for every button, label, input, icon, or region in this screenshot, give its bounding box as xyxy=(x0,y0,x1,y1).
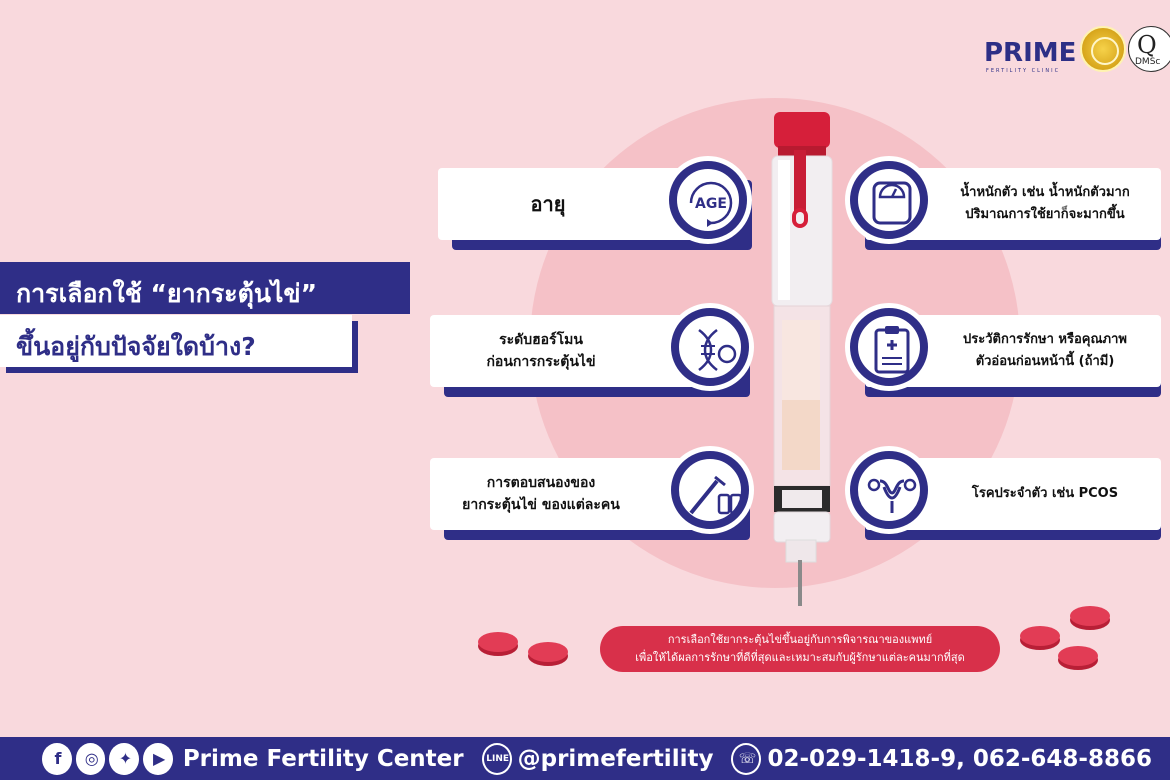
hormone-icon xyxy=(666,303,754,391)
pill-icon xyxy=(1058,646,1098,666)
weight-scale-icon xyxy=(845,156,933,244)
logo-brand: PRIME xyxy=(984,38,1077,68)
age-icon-text: AGE xyxy=(695,196,727,212)
factor-response-line2: ยากระตุ้นไข่ ของแต่ละคน xyxy=(462,497,620,513)
note-line2: เพื่อให้ได้ผลการรักษาที่ดีที่สุดและเหมาะ… xyxy=(635,651,965,664)
footer-line-id[interactable]: @primefertility xyxy=(517,745,714,772)
factor-weight-line1: น้ำหนักตัว เช่น น้ำหนักตัวมาก xyxy=(960,185,1130,200)
injection-pen-icon xyxy=(771,112,833,606)
seal-letter: Q xyxy=(1137,31,1157,59)
age-icon: AGE xyxy=(664,156,752,244)
factor-weight-line2: ปริมาณการใช้ยาก็จะมากขึ้น xyxy=(965,207,1125,222)
factor-history-line1: ประวัติการรักษา หรือคุณภาพ xyxy=(963,332,1127,347)
footer-bar: f ◎ ✦ ▶ Prime Fertility Center LINE @pri… xyxy=(0,737,1170,780)
phone-icon[interactable]: ☏ xyxy=(731,742,762,775)
line-icon[interactable]: LINE xyxy=(481,742,512,775)
seal-text: DMSc xyxy=(1135,57,1161,67)
quality-seal-icon: Q DMSc xyxy=(1128,26,1170,72)
footer-clinic-name[interactable]: Prime Fertility Center xyxy=(182,745,464,772)
title-line-1: การเลือกใช้ “ยากระตุ้นไข่” xyxy=(0,262,410,314)
factor-card-weight: น้ำหนักตัว เช่น น้ำหนักตัวมาก ปริมาณการใ… xyxy=(845,156,1165,250)
factor-disease-label: โรคประจำตัว เช่น PCOS xyxy=(971,486,1119,501)
factor-card-disease: โรคประจำตัว เช่น PCOS xyxy=(845,446,1165,540)
instagram-icon[interactable]: ◎ xyxy=(75,742,106,775)
title-line-2: ขึ้นอยู่กับปัจจัยใดบ้าง? xyxy=(0,315,352,367)
factor-age-label: อายุ xyxy=(530,192,566,216)
uterus-icon xyxy=(845,446,933,534)
footer-phone[interactable]: 02-029-1418-9, 062-648-8866 xyxy=(767,745,1152,772)
facebook-icon[interactable]: f xyxy=(42,742,72,775)
youtube-icon[interactable]: ▶ xyxy=(143,742,173,775)
twitter-icon[interactable]: ✦ xyxy=(109,742,140,775)
syringe-vial-icon xyxy=(666,446,754,534)
factor-history-line2: ตัวอ่อนก่อนหน้านี้ (ถ้ามี) xyxy=(975,354,1115,369)
doctor-note: การเลือกใช้ยากระตุ้นไข่ขึ้นอยู่กับการพิจ… xyxy=(600,626,1000,672)
factor-response-line1: การตอบสนองของ xyxy=(486,475,596,491)
factor-card-hormone: ระดับฮอร์โมน ก่อนการกระตุ้นไข่ xyxy=(430,303,760,397)
gold-seal-icon xyxy=(1080,26,1126,72)
logo-tagline: FERTILITY CLINIC xyxy=(986,68,1061,74)
note-line1: การเลือกใช้ยากระตุ้นไข่ขึ้นอยู่กับการพิจ… xyxy=(667,633,933,646)
pill-icon xyxy=(1070,606,1110,626)
pill-icon xyxy=(528,642,568,662)
pill-icon xyxy=(1020,626,1060,646)
prime-logo: PRIME FERTILITY CLINIC Q DMSc xyxy=(984,24,1170,80)
factor-hormone-line1: ระดับฮอร์โมน xyxy=(499,332,583,348)
factor-card-response: การตอบสนองของ ยากระตุ้นไข่ ของแต่ละคน xyxy=(430,446,760,540)
factor-card-age: อายุ AGE xyxy=(438,156,758,250)
factor-hormone-line2: ก่อนการกระตุ้นไข่ xyxy=(486,354,596,370)
pill-icon xyxy=(478,632,518,652)
factor-card-history: ประวัติการรักษา หรือคุณภาพ ตัวอ่อนก่อนหน… xyxy=(845,303,1165,397)
clipboard-icon xyxy=(845,303,933,391)
